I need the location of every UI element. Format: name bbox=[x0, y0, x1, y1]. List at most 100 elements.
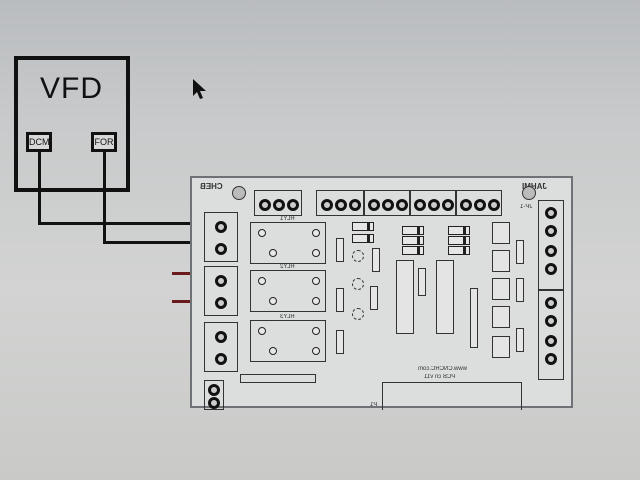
pad bbox=[258, 327, 266, 335]
screw-terminal-icon bbox=[545, 315, 557, 327]
opto-u3 bbox=[492, 222, 510, 244]
opto-u7 bbox=[492, 336, 510, 358]
diode bbox=[448, 236, 470, 245]
right-terminal-block-1 bbox=[538, 200, 564, 290]
resistor bbox=[372, 248, 380, 272]
screw-terminal-icon bbox=[545, 245, 557, 257]
pad bbox=[312, 277, 320, 285]
header-j5 bbox=[456, 190, 502, 216]
pad bbox=[312, 249, 320, 257]
jp2-terminal-block bbox=[204, 380, 224, 410]
screw-terminal-icon bbox=[215, 275, 227, 287]
relay-1-label: RLY1 bbox=[280, 216, 295, 222]
mounting-hole-icon bbox=[522, 186, 536, 200]
pad bbox=[269, 249, 277, 257]
screw-terminal-icon bbox=[208, 384, 220, 396]
screw-terminal-icon bbox=[545, 353, 557, 365]
pad bbox=[312, 297, 320, 305]
screw-terminal-icon bbox=[349, 199, 361, 211]
screw-terminal-icon bbox=[287, 199, 299, 211]
resistor bbox=[516, 328, 524, 352]
screw-terminal-icon bbox=[442, 199, 454, 211]
led-icon bbox=[352, 308, 364, 320]
screw-terminal-icon bbox=[215, 243, 227, 255]
diode-d2 bbox=[336, 288, 344, 312]
screw-terminal-icon bbox=[428, 199, 440, 211]
board-url: www.CNCRC.com bbox=[418, 366, 468, 372]
screw-terminal-icon bbox=[215, 331, 227, 343]
vfd-title: VFD bbox=[40, 72, 103, 105]
screw-terminal-icon bbox=[208, 397, 220, 409]
opto-u5 bbox=[492, 278, 510, 300]
unused-wire-2 bbox=[172, 300, 190, 303]
screw-terminal-icon bbox=[259, 199, 271, 211]
pad bbox=[312, 229, 320, 237]
diode bbox=[402, 246, 424, 255]
ic-u2 bbox=[436, 260, 454, 334]
screw-terminal-icon bbox=[215, 221, 227, 233]
resistor bbox=[418, 268, 426, 296]
pad bbox=[312, 327, 320, 335]
screw-terminal-icon bbox=[460, 199, 472, 211]
led-icon bbox=[352, 250, 364, 262]
pin-header-strip bbox=[240, 374, 316, 383]
pad bbox=[258, 229, 266, 237]
screw-terminal-icon bbox=[545, 335, 557, 347]
vfd-box bbox=[14, 56, 130, 192]
mounting-hole-icon bbox=[232, 186, 246, 200]
screw-terminal-icon bbox=[545, 207, 557, 219]
screw-terminal-icon bbox=[368, 199, 380, 211]
unused-wire-1 bbox=[172, 272, 190, 275]
relay3-terminal-block bbox=[204, 322, 238, 372]
opto-u4 bbox=[492, 250, 510, 272]
pad bbox=[258, 277, 266, 285]
relay1-terminal-block bbox=[204, 212, 238, 262]
diode bbox=[448, 226, 470, 235]
resistor bbox=[516, 278, 524, 302]
screw-terminal-icon bbox=[396, 199, 408, 211]
right-terminal-block-2 bbox=[538, 290, 564, 380]
screw-terminal-icon bbox=[215, 297, 227, 309]
jumper-label: JP-1 bbox=[520, 204, 533, 210]
dcm-wire-vertical bbox=[38, 152, 41, 224]
ic-u1 bbox=[396, 260, 414, 334]
header-j9 bbox=[410, 190, 456, 216]
diode-d3 bbox=[336, 330, 344, 354]
screw-terminal-icon bbox=[273, 199, 285, 211]
diode-d1 bbox=[336, 238, 344, 262]
dcm-terminal: DCM bbox=[26, 132, 52, 152]
screw-terminal-icon bbox=[321, 199, 333, 211]
for-wire-horizontal bbox=[103, 241, 190, 244]
pin-header bbox=[470, 288, 478, 348]
dcm-label: DCM bbox=[29, 137, 50, 147]
for-label: FOR bbox=[94, 137, 114, 147]
screw-terminal-icon bbox=[545, 225, 557, 237]
relay-2 bbox=[250, 270, 326, 312]
for-wire-vertical bbox=[103, 152, 106, 244]
board-label-cheb: CHEB bbox=[200, 182, 223, 191]
pcb-board: CHEB JAHMI JP-1 bbox=[190, 176, 573, 410]
diode bbox=[352, 234, 374, 243]
relay-3-label: RLY3 bbox=[280, 314, 295, 320]
screw-terminal-icon bbox=[414, 199, 426, 211]
header-j7 bbox=[316, 190, 364, 216]
header-j8 bbox=[364, 190, 410, 216]
screw-terminal-icon bbox=[215, 353, 227, 365]
resistor bbox=[370, 286, 378, 310]
screw-terminal-icon bbox=[335, 199, 347, 211]
header-p8 bbox=[254, 190, 302, 216]
board-revision: PCB cn v11 bbox=[424, 374, 456, 380]
resistor bbox=[516, 240, 524, 264]
pad bbox=[269, 347, 277, 355]
screw-terminal-icon bbox=[474, 199, 486, 211]
screw-terminal-icon bbox=[545, 297, 557, 309]
diode bbox=[402, 226, 424, 235]
opto-u6 bbox=[492, 306, 510, 328]
screw-terminal-icon bbox=[488, 199, 500, 211]
pad bbox=[269, 297, 277, 305]
screw-terminal-icon bbox=[545, 263, 557, 275]
relay2-terminal-block bbox=[204, 266, 238, 316]
relay-3 bbox=[250, 320, 326, 362]
diode bbox=[402, 236, 424, 245]
mouse-cursor-icon bbox=[193, 79, 206, 99]
